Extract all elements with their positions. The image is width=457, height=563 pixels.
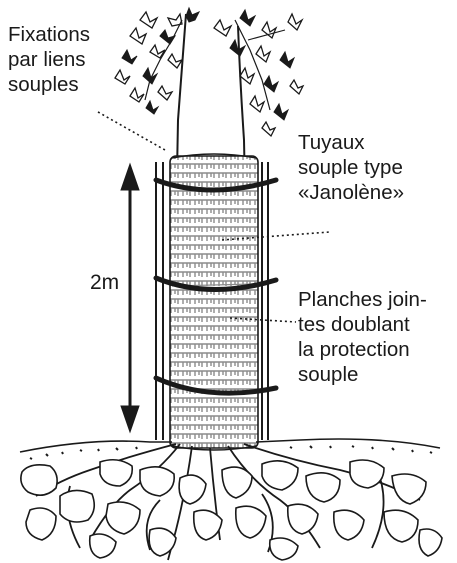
label-tuyaux: Tuyaux souple type «Janolène» [298, 130, 404, 205]
height-dimension-label: 2m [90, 270, 119, 296]
protection-cylinder [170, 154, 258, 450]
dimension-arrow-icon [121, 164, 139, 432]
label-fixations: Fixations par liens souples [8, 22, 90, 97]
tree-foliage-icon [115, 8, 303, 136]
foliage-right [214, 10, 303, 136]
foliage-left [115, 8, 199, 114]
label-planches: Planches join- tes doublant la protectio… [298, 287, 427, 387]
leader-fixations [98, 112, 165, 150]
soil-stones [21, 460, 442, 560]
